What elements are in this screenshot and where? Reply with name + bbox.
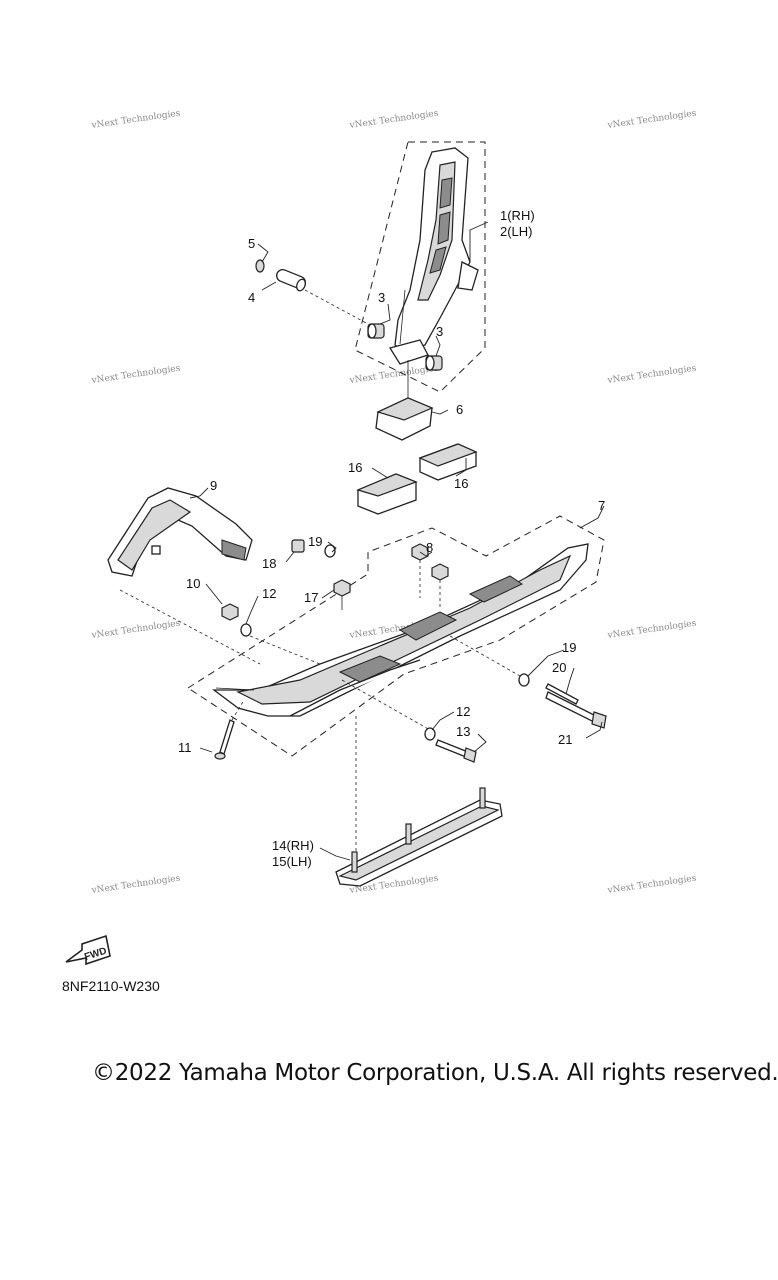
washer-19b (518, 673, 530, 687)
callout-18: 18 (262, 556, 276, 571)
watermark: vNext Technologies (606, 109, 697, 132)
watermark: vNext Technologies (90, 619, 181, 642)
pin-part (276, 268, 369, 325)
callout-12a: 12 (262, 586, 276, 601)
callout-4: 4 (248, 290, 255, 305)
watermark: vNext Technologies (90, 109, 181, 132)
bolt-21 (545, 691, 607, 729)
pad-left (356, 473, 418, 515)
callout-19b: 19 (562, 640, 576, 655)
ski-handle-part (107, 487, 253, 577)
bushing-right (425, 355, 443, 371)
callout-6: 6 (456, 402, 463, 417)
ski-group-outline (187, 515, 605, 757)
callout-16b: 16 (454, 476, 468, 491)
callout-3b: 3 (436, 324, 443, 339)
callout-7: 7 (598, 498, 605, 513)
screw-11 (214, 699, 245, 760)
callout-8: 8 (426, 540, 433, 555)
callout-labels: 1(RH) 2(LH) 3 3 4 5 6 7 8 9 10 11 12 12 … (178, 208, 605, 869)
callout-leaders (189, 221, 605, 861)
callout-21: 21 (558, 732, 572, 747)
nut-8b (431, 563, 449, 581)
watermark: vNext Technologies (606, 874, 697, 897)
spindle-part (388, 147, 479, 365)
callout-13: 13 (456, 724, 470, 739)
clip-part (255, 259, 265, 273)
callout-15: 15(LH) (272, 854, 312, 869)
watermark: vNext Technologies (90, 364, 181, 387)
callout-11: 11 (178, 740, 192, 755)
watermark: vNext Technologies (606, 364, 697, 387)
callout-14: 14(RH) (272, 838, 314, 853)
callout-3a: 3 (378, 290, 385, 305)
callout-10: 10 (186, 576, 200, 591)
fwd-arrow-icon: FWD (65, 934, 111, 966)
runner-part (335, 787, 503, 887)
nut-17 (333, 579, 351, 610)
callout-19a: 19 (308, 534, 322, 549)
callout-12b: 12 (456, 704, 470, 719)
washer-19a (324, 544, 336, 558)
washer-12a (240, 623, 252, 637)
collar-part (291, 539, 305, 553)
watermark: vNext Technologies (90, 874, 181, 897)
watermark: vNext Technologies (606, 619, 697, 642)
washer-12b (424, 727, 436, 741)
watermark: vNext Technologies (348, 109, 439, 132)
spindle-group-outline (354, 141, 486, 393)
callout-16a: 16 (348, 460, 362, 475)
callout-1: 1(RH) (500, 208, 535, 223)
callout-20: 20 (552, 660, 566, 675)
copyright-notice: ©2022 Yamaha Motor Corporation, U.S.A. A… (92, 1060, 778, 1086)
callout-9: 9 (210, 478, 217, 493)
damper-part (375, 397, 434, 441)
pad-right (418, 443, 478, 481)
nut-10 (221, 603, 239, 621)
diagram-code: 8NF2110-W230 (62, 978, 160, 994)
bolt-13 (435, 739, 477, 763)
collar-20 (545, 683, 579, 705)
ski-body-part (212, 543, 589, 717)
callout-17: 17 (304, 590, 318, 605)
callout-5: 5 (248, 236, 255, 251)
callout-2: 2(LH) (500, 224, 533, 239)
bushing-left (367, 323, 385, 339)
